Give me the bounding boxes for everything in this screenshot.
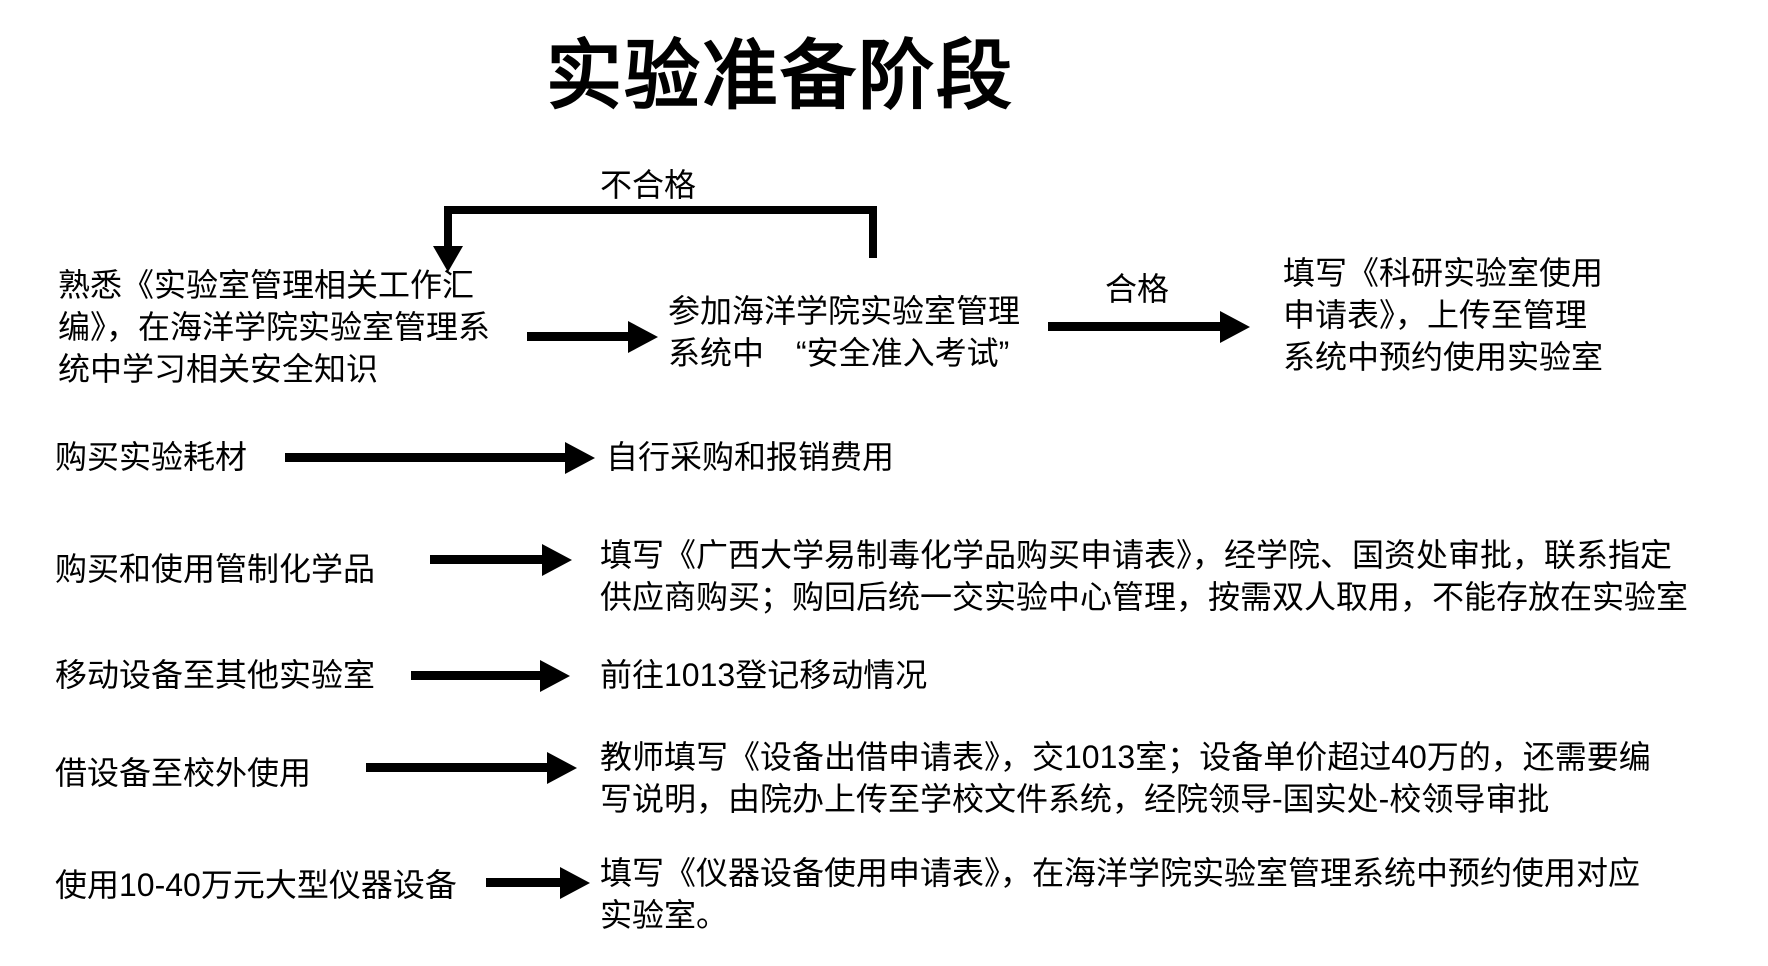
row-label: 购买和使用管制化学品: [55, 551, 376, 587]
row-label: 移动设备至其他实验室: [55, 657, 376, 693]
arrowhead-icon: [547, 751, 577, 784]
arrowhead-icon: [1220, 310, 1250, 343]
feedback-horizontal-line: [444, 206, 877, 214]
arrowhead-icon: [542, 543, 572, 576]
arrowhead-icon: [628, 320, 658, 353]
arrow-step1-to-step2: [527, 320, 658, 353]
row-arrow: [285, 441, 595, 474]
arrowhead-icon: [560, 866, 590, 899]
row-arrow: [411, 659, 570, 692]
row-description: 教师填写《设备出借申请表》，交1013室；设备单价超过40万的，还需要编 写说明…: [600, 739, 1651, 817]
row-label: 借设备至校外使用: [55, 755, 312, 791]
pass-label: 合格: [1105, 271, 1170, 307]
arrow-step2-to-step3: [1048, 310, 1250, 343]
feedback-arrowhead-icon: [433, 246, 463, 272]
feedback-right-vertical-line: [869, 206, 877, 258]
page-title: 实验准备阶段: [546, 34, 1014, 119]
row-label: 购买实验耗材: [55, 439, 248, 475]
row-arrow: [486, 866, 590, 899]
row-description: 前往1013登记移动情况: [600, 657, 928, 693]
feedback-left-vertical-line: [444, 206, 452, 250]
row-label: 使用10-40万元大型仪器设备: [55, 867, 457, 903]
row-description: 自行采购和报销费用: [606, 439, 895, 475]
row-arrow: [366, 751, 577, 784]
arrowhead-icon: [565, 441, 595, 474]
step-familiarize-text: 熟悉《实验室管理相关工作汇 编》，在海洋学院实验室管理系 统中学习相关安全知识: [58, 267, 491, 387]
arrowhead-icon: [540, 659, 570, 692]
row-description: 填写《仪器设备使用申请表》，在海洋学院实验室管理系统中预约使用对应 实验室。: [600, 855, 1641, 933]
row-arrow: [430, 543, 572, 576]
step-exam-text: 参加海洋学院实验室管理 系统中 “安全准入考试”: [668, 293, 1021, 371]
step-apply-text: 填写《科研实验室使用 申请表》，上传至管理 系统中预约使用实验室: [1283, 255, 1604, 375]
row-description: 填写《广西大学易制毒化学品购买申请表》，经学院、国资处审批，联系指定 供应商购买…: [600, 537, 1689, 615]
fail-label: 不合格: [600, 167, 697, 203]
